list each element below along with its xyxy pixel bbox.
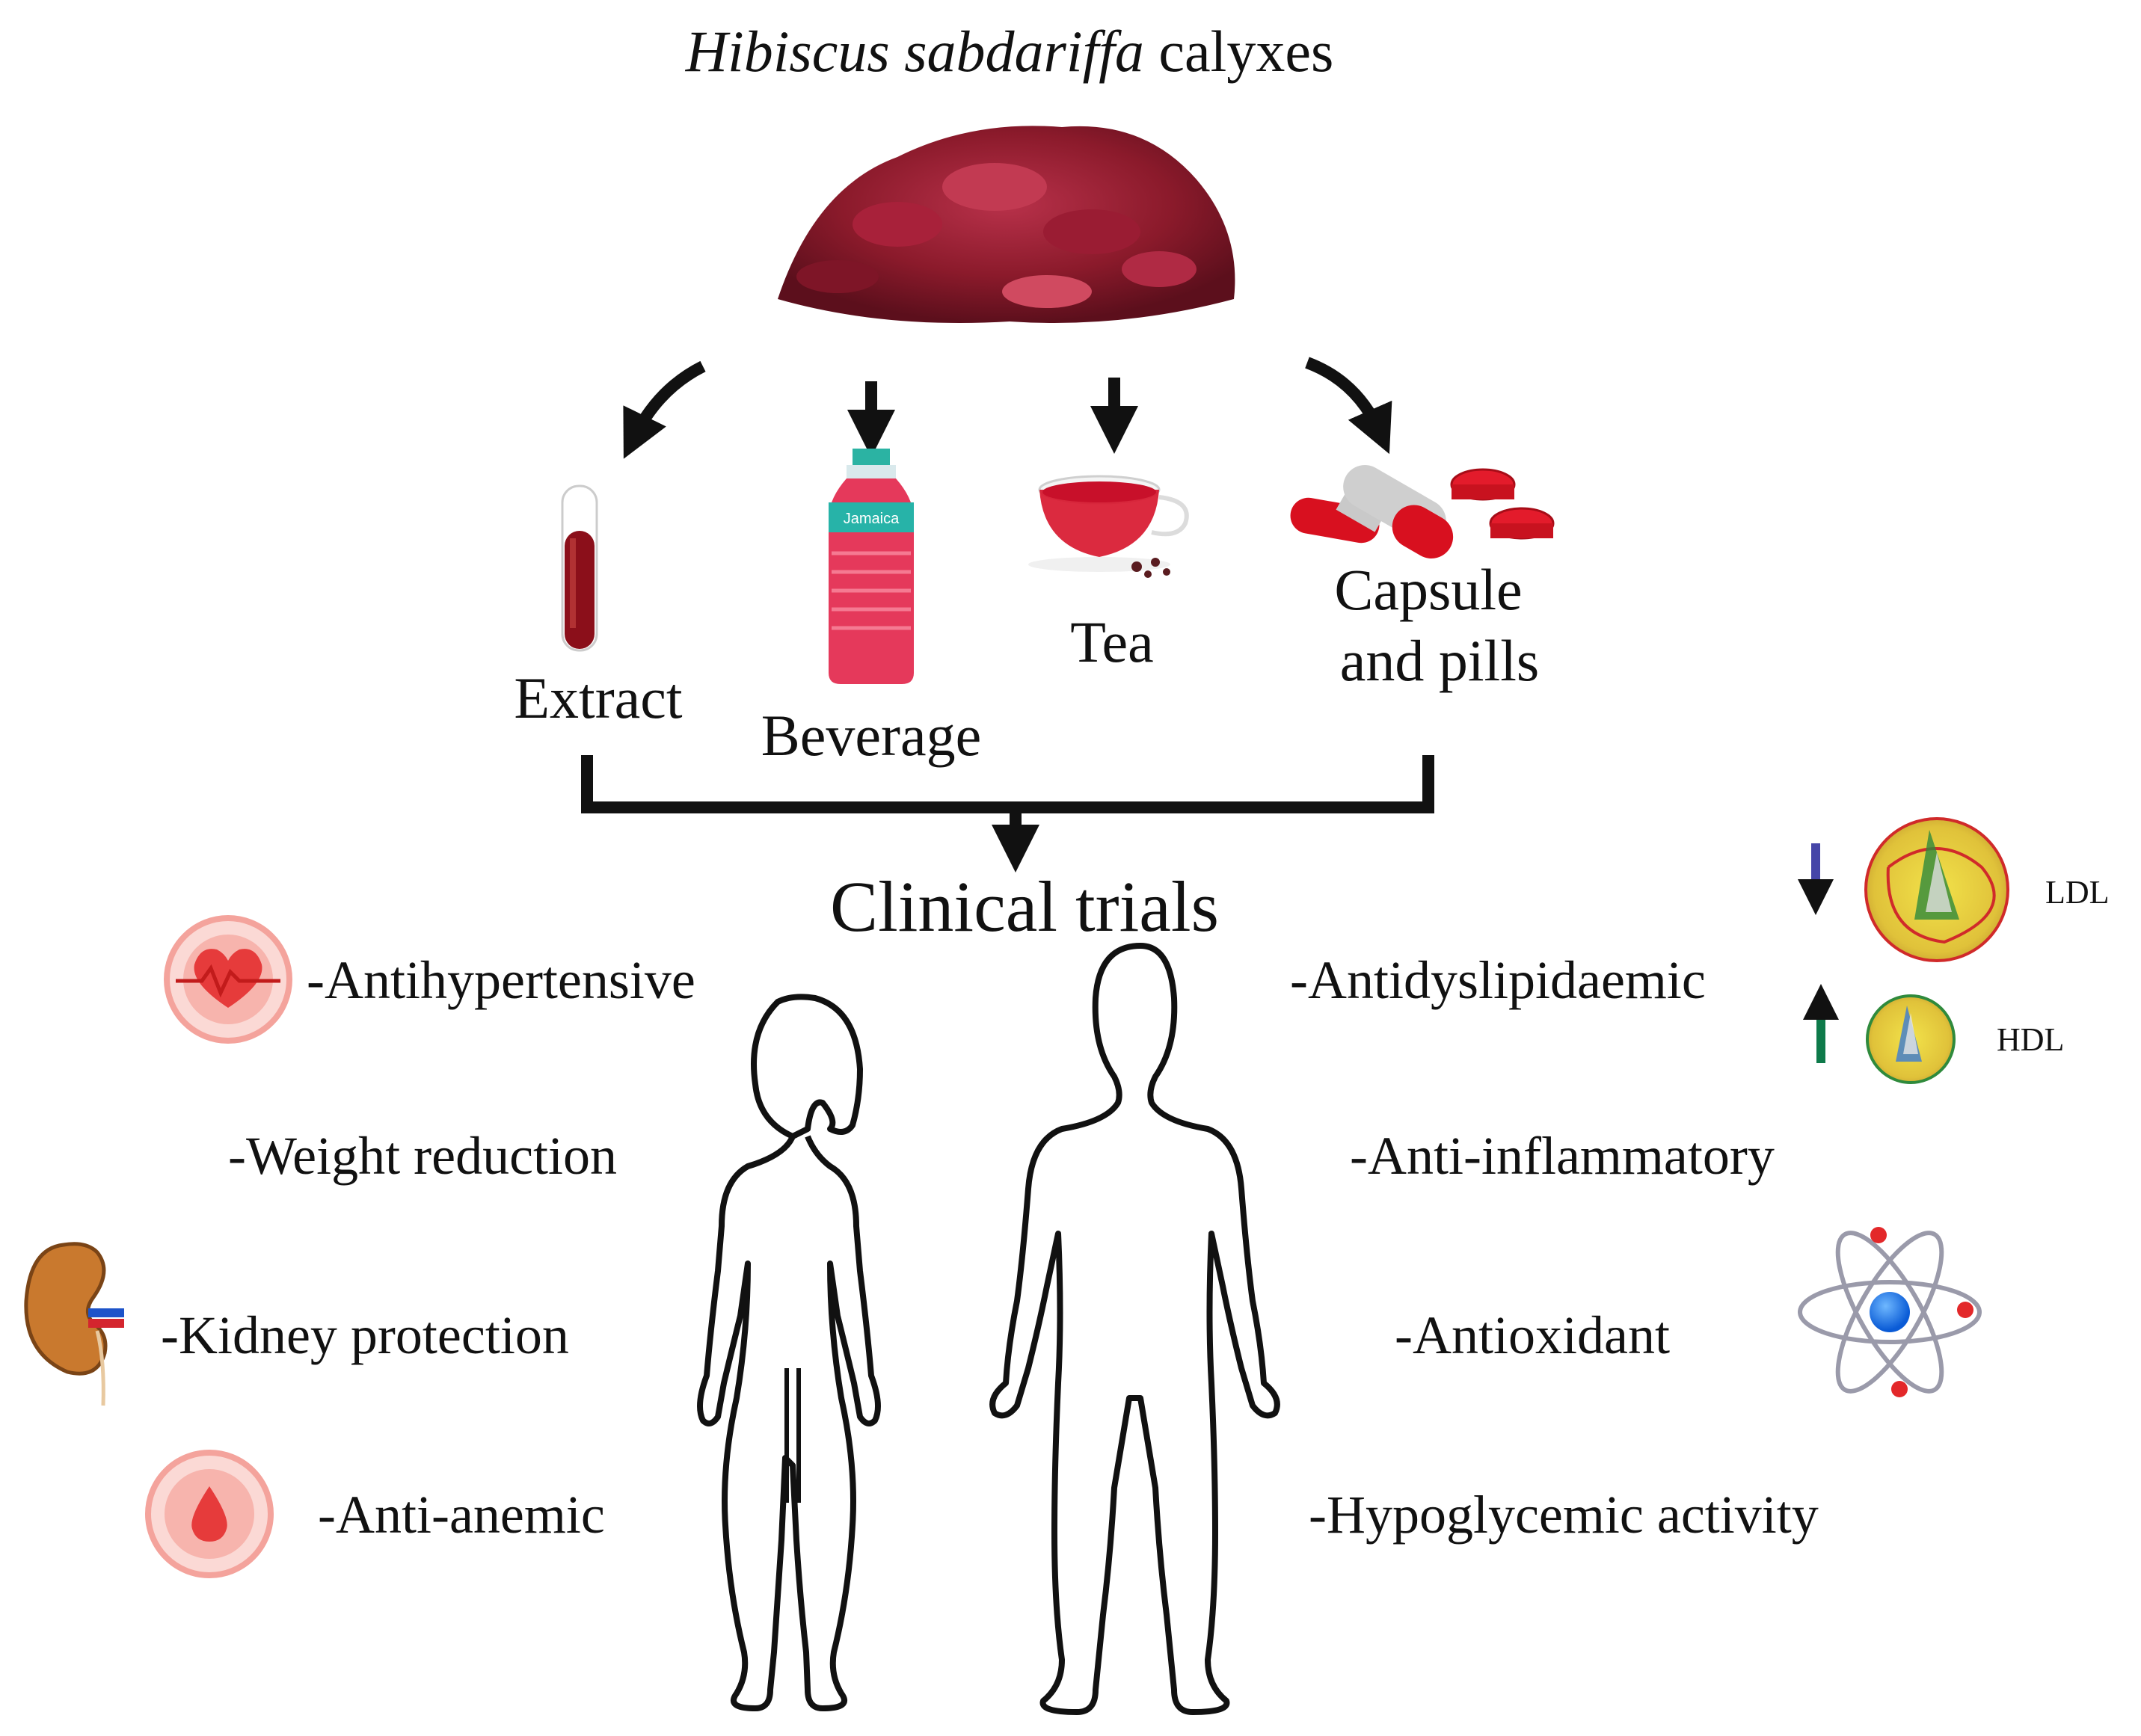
label-capsule-line2: and pills [1340,628,1540,693]
title-rest: calyxes [1144,19,1333,84]
test-tube-icon [561,484,598,652]
label-capsule-line1: Capsule [1334,557,1522,622]
convergence-bracket [581,755,1434,813]
ldl-label: LDL [2045,874,2110,911]
atom-icon [1798,1227,1982,1397]
hibiscus-calyx-pile-image [778,126,1235,323]
label-beverage: Beverage [761,703,981,768]
effect-anti-inflammatory: -Anti-inflammatory [1350,1126,1775,1186]
hdl-particle-icon [1866,994,1956,1084]
blood-drop-icon [145,1450,274,1578]
label-tea: Tea [1070,609,1153,674]
tea-cup-icon [1028,475,1189,578]
female-silhouette [697,994,881,1711]
arrow-to-extract [623,360,706,459]
title: Hibiscus sabdariffa calyxes [685,19,1334,84]
effect-antidyslipidaemic: -Antidyslipidaemic [1290,950,1706,1010]
heart-pulse-icon [164,915,292,1044]
label-extract: Extract [514,665,683,730]
arrow-to-capsule [1305,357,1392,455]
ldl-particle-icon [1864,817,2009,962]
bottle-icon: Jamaica [829,449,914,684]
effect-weight-reduction: -Weight reduction [228,1126,617,1186]
capsule-pills-icon [1290,465,1555,558]
male-silhouette [989,943,1280,1715]
effect-hypoglycemic: -Hypoglycemic activity [1309,1485,1819,1545]
title-italic: Hibiscus sabdariffa [685,19,1144,84]
bottle-label: Jamaica [844,511,900,527]
effect-kidney-protection: -Kidney protection [161,1305,569,1365]
kidney-icon [24,1242,124,1406]
effect-antioxidant: -Antioxidant [1395,1305,1670,1365]
effect-anti-anemic: -Anti-anemic [318,1485,605,1545]
hdl-label: HDL [1997,1021,2064,1058]
clinical-trials-heading: Clinical trials [830,867,1219,947]
effect-antihypertensive: -Antihypertensive [307,950,695,1010]
